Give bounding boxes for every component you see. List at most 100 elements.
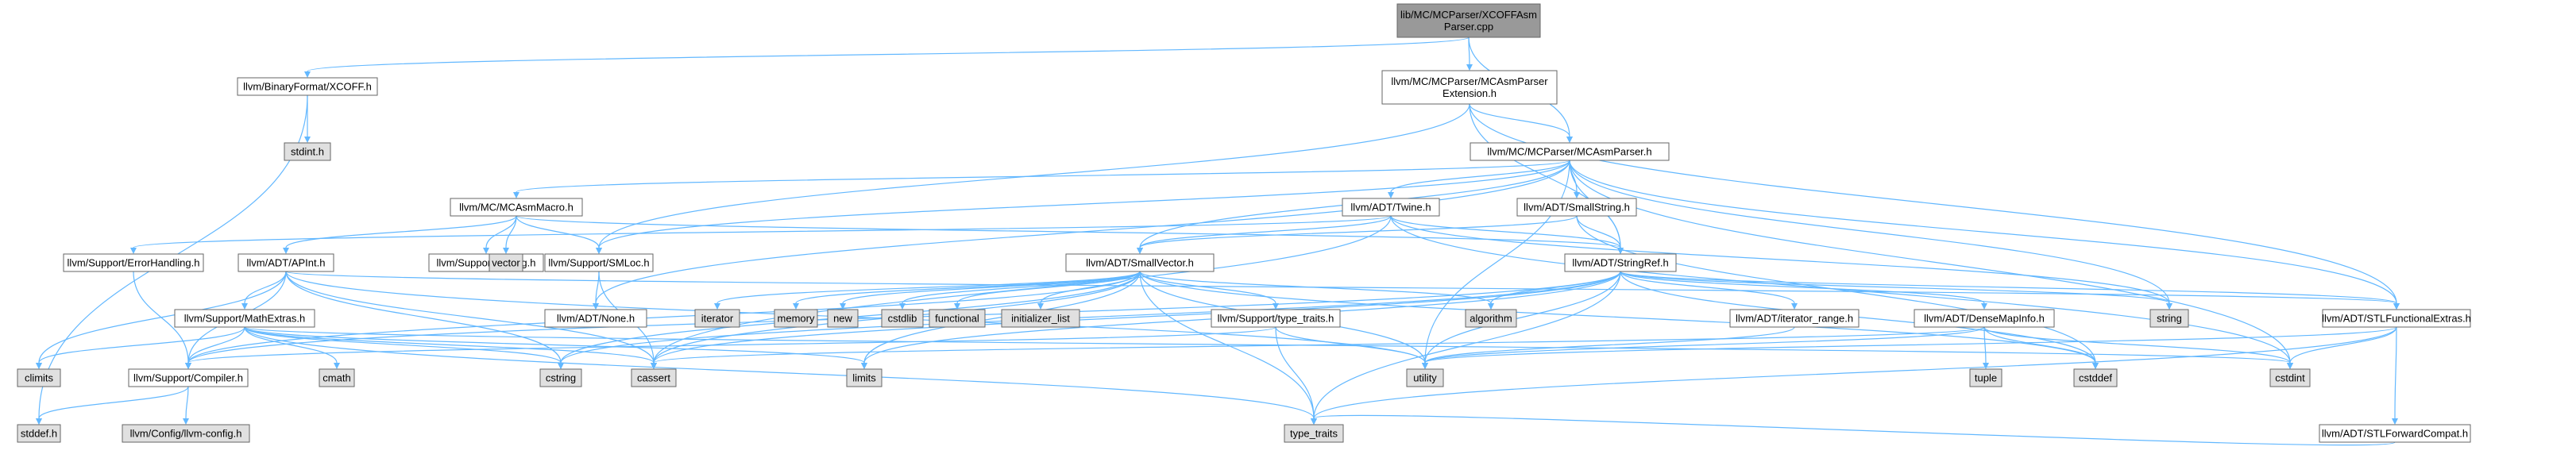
include-edge [1983,326,2099,369]
edge-line [1390,215,1621,248]
edge-arrowhead [596,248,602,254]
edge-line [1576,215,1621,248]
edge-line [244,326,562,364]
node-label: Parser.cpp [1444,21,1493,33]
node-twine[interactable]: llvm/ADT/Twine.h [1342,198,1440,217]
edge-arrowhead [185,363,191,369]
node-smallvector[interactable]: llvm/ADT/SmallVector.h [1065,253,1215,272]
node-box [2319,424,2471,443]
include-edge [513,160,1570,198]
edges-layer [36,37,2400,446]
node-label: lib/MC/MCParser/XCOFFAsm [1400,9,1537,21]
edge-line [1620,271,2397,304]
node-label: llvm/Support/ErrorHandling.h [68,257,200,269]
edge-line [187,326,245,364]
node-label: initializer_list [1011,313,1070,325]
node-box [929,309,986,328]
node-bf_xcoff[interactable]: llvm/BinaryFormat/XCOFF.h [237,77,378,96]
edge-arrowhead [2392,418,2398,425]
edge-line [1569,160,2397,304]
node-smloc[interactable]: llvm/Support/SMLoc.h [544,253,654,272]
edge-line [2289,326,2397,364]
node-label: llvm/ADT/APInt.h [247,257,326,269]
include-edge [1422,326,2397,369]
edge-arrowhead [36,418,42,425]
node-densemapinfo[interactable]: llvm/ADT/DenseMapInfo.h [1914,309,2055,328]
edge-line [1139,271,1492,304]
include-edge [1983,326,1989,369]
node-iterrange[interactable]: llvm/ADT/iterator_range.h [1729,309,1860,328]
node-smallstring[interactable]: llvm/ADT/SmallString.h [1516,198,1637,217]
node-box [1465,309,1517,328]
include-edge [1469,103,1624,254]
include-edge [130,215,1392,254]
node-box [1729,309,1860,328]
include-edge [1275,326,1428,369]
edge-line [560,271,1621,364]
node-box [1396,3,1541,38]
node-typetraits_h[interactable]: llvm/Support/type_traits.h [1211,309,1341,328]
include-edge [1620,271,2400,310]
edge-arrowhead [483,248,489,254]
node-label: Extension.h [1442,87,1497,99]
node-label: llvm/Support/type_traits.h [1218,313,1334,325]
edge-line [1275,326,1315,419]
edge-line [1390,160,1570,193]
node-stlfwd[interactable]: llvm/ADT/STLForwardCompat.h [2319,424,2471,443]
edge-line [1983,326,1987,364]
edge-line [244,326,655,364]
node-mathextras[interactable]: llvm/Support/MathExtras.h [174,309,315,328]
node-llvmconfig: llvm/Config/llvm-config.h [122,424,250,443]
edge-line [1490,271,1621,304]
edge-line [1313,326,2397,419]
include-edge [1037,271,1141,310]
node-asmparser[interactable]: llvm/MC/MCParser/MCAsmParser.h [1470,142,1670,161]
edge-line [1139,271,1276,304]
node-apint[interactable]: llvm/ADT/APInt.h [238,253,334,272]
node-box [1516,198,1637,217]
edge-line [244,271,287,304]
edge-line [1313,271,1621,419]
edge-arrowhead [36,363,42,369]
node-typetraits: type_traits [1284,424,1344,443]
edge-line [1983,326,2096,364]
include-edge [1137,215,1578,254]
node-label: llvm/Support/SMLoc.h [548,257,649,269]
node-compiler[interactable]: llvm/Support/Compiler.h [128,368,249,387]
node-box [2149,309,2189,328]
node-stringref[interactable]: llvm/ADT/StringRef.h [1564,253,1677,272]
edge-line [187,326,1276,364]
edge-arrowhead [1388,192,1394,198]
include-edge [651,326,1985,369]
node-label: llvm/ADT/DenseMapInfo.h [1924,313,2045,325]
include-edge [283,215,517,254]
node-label: llvm/Support/Compiler.h [133,372,243,384]
node-label: llvm/MC/MCAsmMacro.h [459,202,574,214]
node-none[interactable]: llvm/ADT/None.h [544,309,647,328]
edge-line [598,160,1570,248]
include-edge [1569,160,2293,369]
node-errhandling[interactable]: llvm/Support/ErrorHandling.h [63,253,204,272]
edge-line [505,215,517,248]
node-box [2322,309,2471,328]
node-box [237,77,378,96]
include-edge [244,326,340,369]
node-debug[interactable]: llvm/Support/Debug.h [428,253,544,272]
edge-arrowhead [1137,248,1143,254]
node-tuple: tuple [1969,368,2002,387]
edge-line [285,271,655,364]
edge-arrowhead [241,303,248,310]
edge-line [516,215,600,248]
node-stlfunc[interactable]: llvm/ADT/STLFunctionalExtras.h [2322,309,2471,328]
node-asmmacro[interactable]: llvm/MC/MCAsmMacro.h [450,198,583,217]
node-label: string [2157,313,2182,325]
node-box [1065,253,1215,272]
node-box [1211,309,1341,328]
node-label: new [833,313,852,325]
include-edge [244,326,564,369]
include-edge [1139,271,1279,310]
